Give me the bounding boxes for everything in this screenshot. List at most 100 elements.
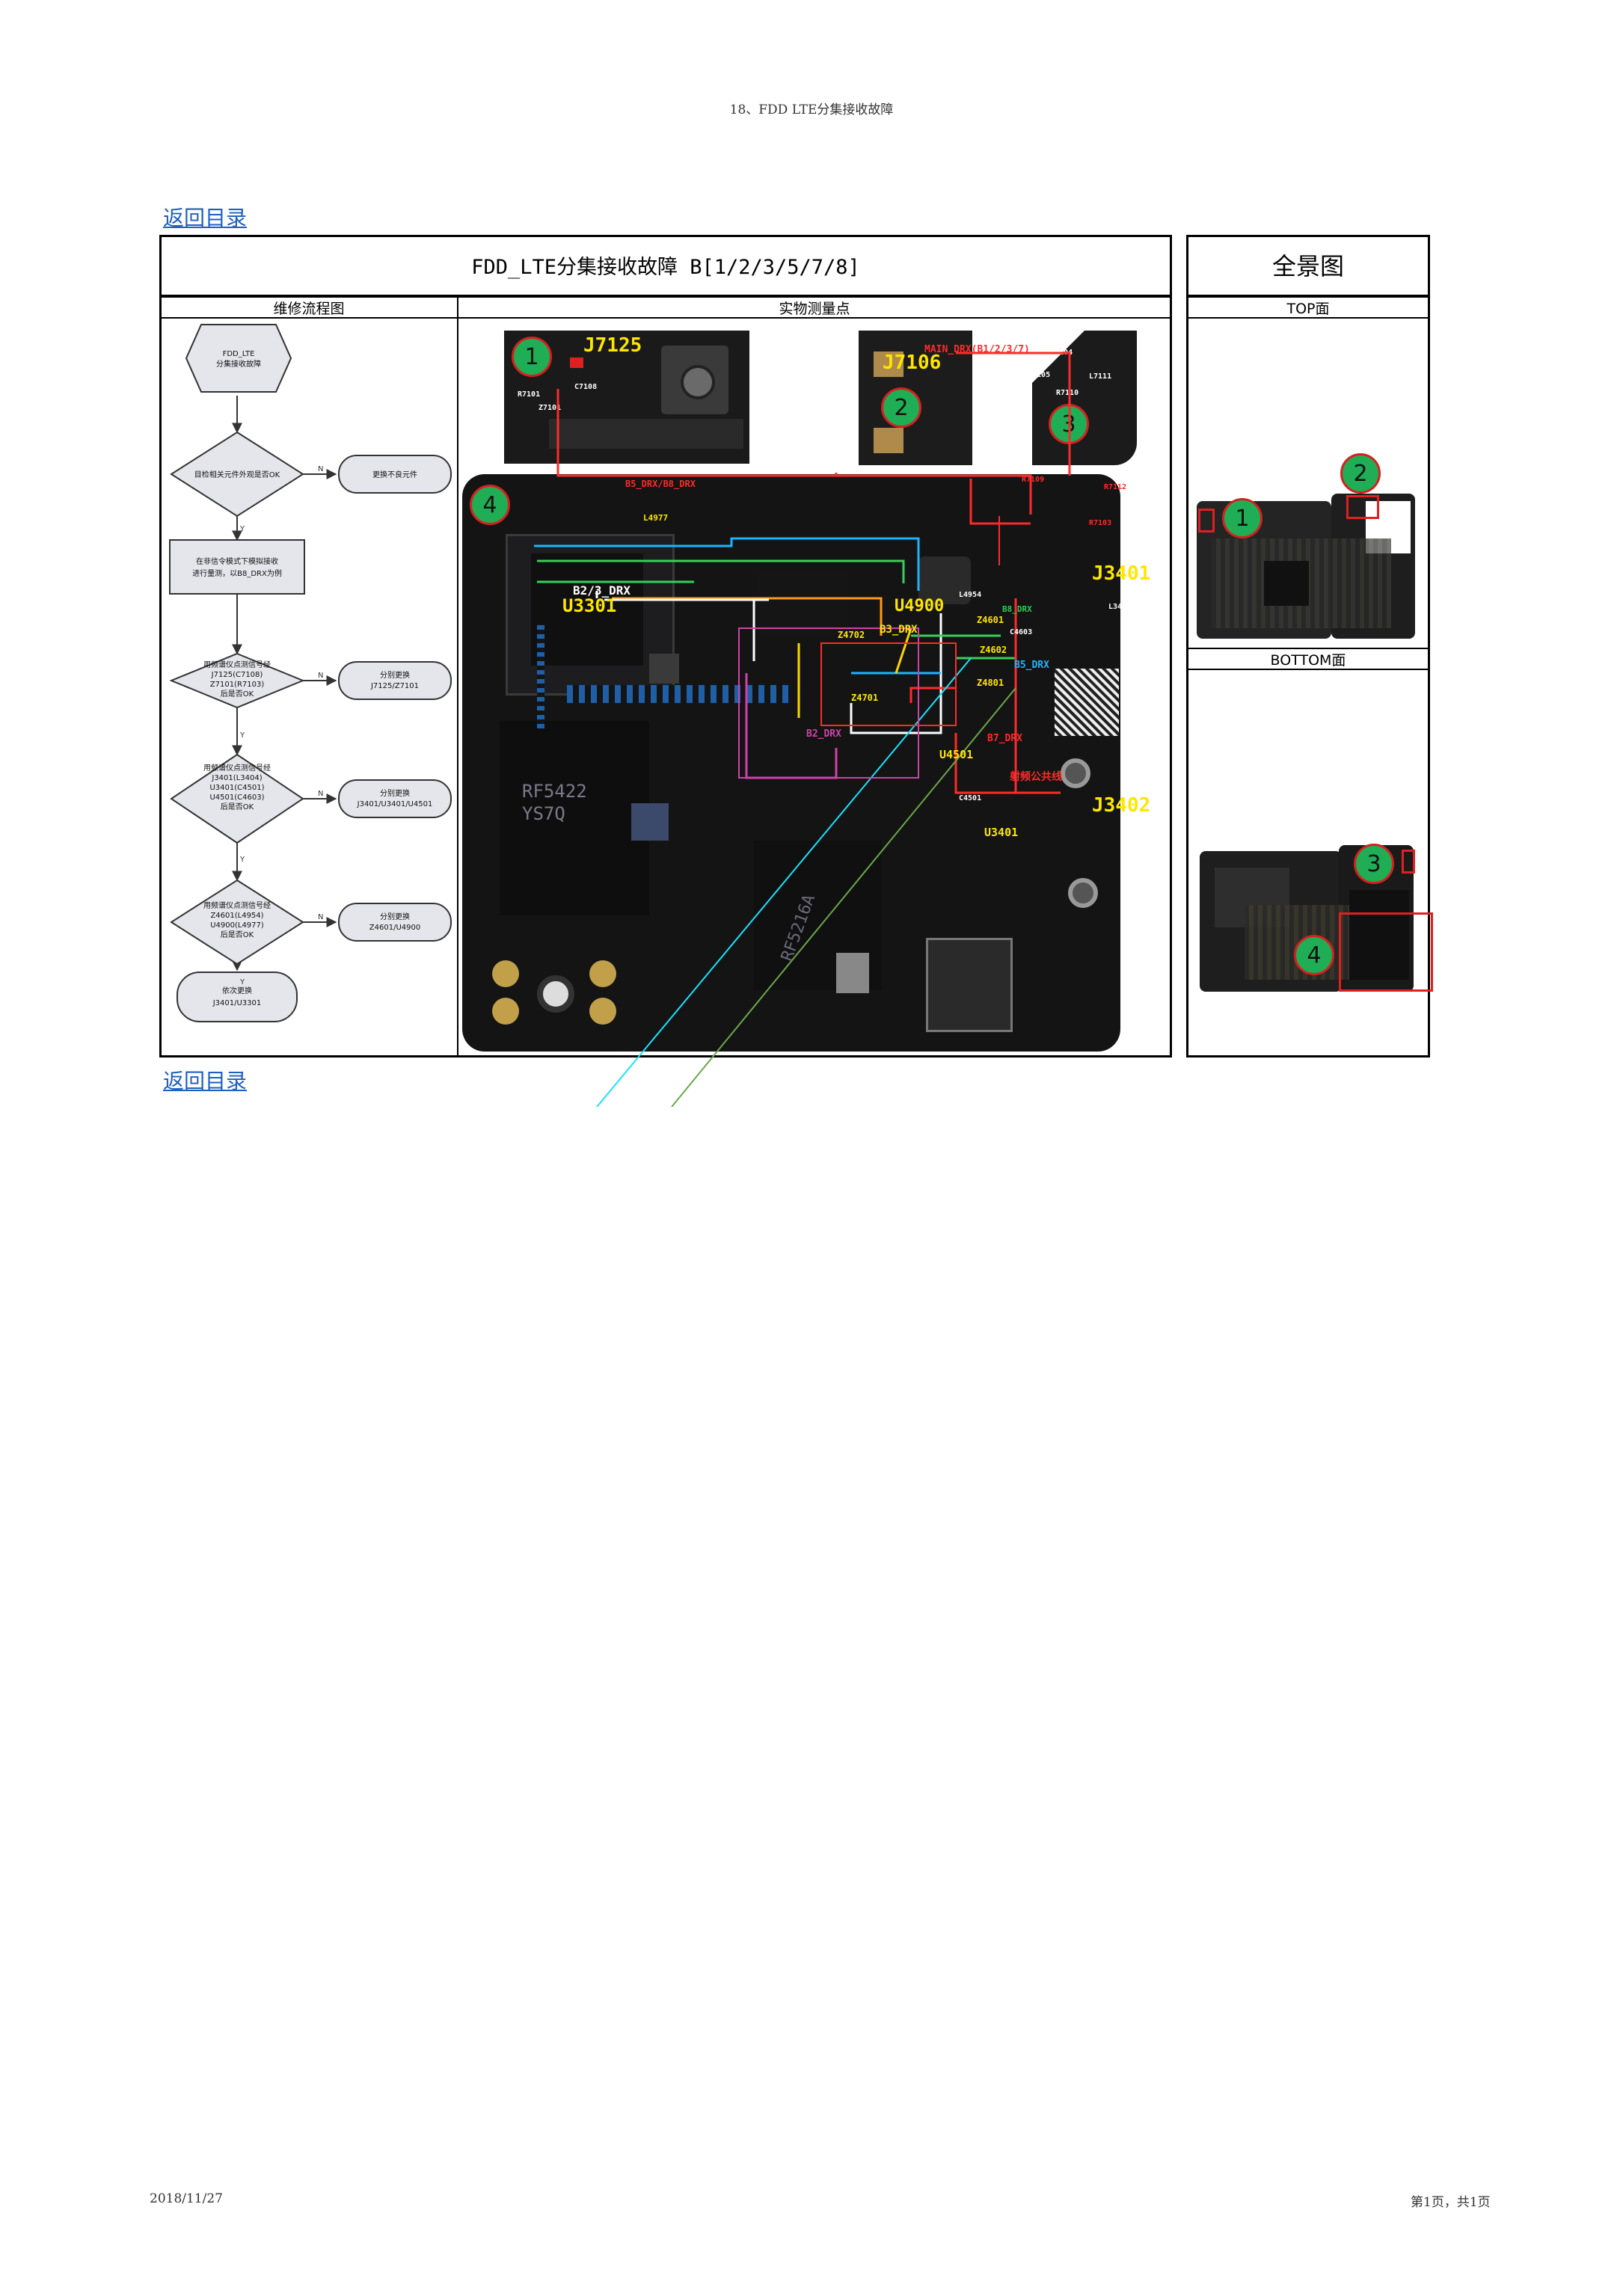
label-z4602: Z4602 (980, 645, 1007, 655)
back-to-toc-link[interactable]: 返回目录 (163, 206, 248, 230)
flow-action-1 (338, 455, 452, 494)
label-z4601: Z4601 (977, 615, 1004, 625)
svg-text:N: N (318, 790, 323, 798)
top-marker-box-1 (1198, 509, 1215, 532)
label-j7106: J7106 (883, 352, 942, 374)
label-r7109: R7109 (1022, 476, 1045, 484)
svg-text:U4900(L4977): U4900(L4977) (210, 921, 264, 930)
flow-end (177, 971, 298, 1022)
label-c7108: C7108 (574, 383, 598, 391)
col-header-measure: 实物测量点 (457, 296, 1172, 319)
svg-text:J7125(C7108): J7125(C7108) (211, 671, 263, 679)
svg-text:后是否OK: 后是否OK (221, 930, 254, 939)
svg-text:N: N (318, 913, 323, 921)
label-u3401: U3401 (984, 826, 1019, 839)
bottom-marker-3: 3 (1354, 844, 1394, 884)
bottom-marker-box-3 (1402, 850, 1415, 874)
flow-action-4 (338, 903, 452, 942)
page-header: 18、FDD LTE分集接收故障 (729, 102, 894, 117)
label-j3402: J3402 (1092, 794, 1151, 817)
svg-text:后是否OK: 后是否OK (221, 690, 254, 699)
col-header-flow: 维修流程图 (159, 296, 458, 319)
label-r7103: R7103 (1089, 519, 1112, 527)
svg-text:分别更换: 分别更换 (380, 788, 410, 798)
flow-start (185, 324, 292, 393)
svg-text:目检相关元件外观是否OK: 目检相关元件外观是否OK (194, 470, 280, 479)
label-z7101: Z7101 (539, 404, 562, 412)
flow-action-3 (338, 779, 452, 818)
chip-ys7q: YS7Q (522, 803, 565, 824)
svg-text:Y: Y (239, 978, 245, 986)
svg-text:U3401(C4501): U3401(C4501) (209, 784, 264, 792)
svg-text:Z4601(L4954): Z4601(L4954) (210, 912, 263, 920)
bottom-side-label: BOTTOM面 (1186, 648, 1430, 670)
svg-text:后是否OK: 后是否OK (221, 802, 254, 811)
panorama-top-board (1197, 494, 1417, 640)
svg-text:更换不良元件: 更换不良元件 (372, 470, 417, 479)
signal-trace-overlay (534, 352, 1071, 1107)
label-b23-drx: B2/3_DRX (573, 583, 631, 598)
flow-column (159, 317, 458, 1058)
label-b7-drx: B7_DRX (987, 733, 1022, 744)
svg-text:Z4601/U4900: Z4601/U4900 (369, 924, 420, 932)
label-rf-common-line: 射频公共线 (1010, 771, 1062, 783)
label-b5-drx: B5_DRX (1014, 660, 1049, 671)
footer-page-number: 第1页，共1页 (1411, 2195, 1491, 2210)
svg-text:Z7101(R7103): Z7101(R7103) (210, 681, 265, 689)
panorama-table (1186, 235, 1430, 1058)
label-u4900: U4900 (895, 597, 945, 616)
bottom-marker-4: 4 (1294, 935, 1334, 975)
flow-decision-2 (169, 652, 305, 709)
svg-text:在非信令模式下模拟接收: 在非信令模式下模拟接收 (196, 556, 278, 566)
flow-action-2 (338, 661, 452, 700)
label-r7105: R7105 (1028, 371, 1051, 379)
label-u4501: U4501 (939, 748, 974, 761)
board-photo-main (462, 474, 1120, 1052)
label-l7111: L7111 (1089, 372, 1112, 381)
svg-text:分别更换: 分别更换 (380, 670, 410, 680)
label-b3-drx: B3_DRX (880, 624, 918, 636)
svg-text:用频谱仪点测信号经: 用频谱仪点测信号经 (203, 763, 271, 773)
marker-4: 4 (470, 485, 510, 525)
table-title: FDD_LTE分集接收故障 B[1/2/3/5/7/8] (159, 235, 1172, 296)
flow-decision-4 (170, 879, 304, 966)
label-b5-b8-drx-top: B5_DRX/B8_DRX (625, 479, 696, 489)
svg-text:依次更换: 依次更换 (222, 986, 252, 995)
top-marker-1: 1 (1222, 498, 1262, 538)
label-r7112: R7112 (1104, 483, 1127, 491)
svg-text:进行量测，以B8_DRX为例: 进行量测，以B8_DRX为例 (192, 568, 282, 578)
svg-text:J3401/U3301: J3401/U3301 (212, 999, 262, 1007)
flow-decision-1 (170, 431, 304, 518)
main-table (159, 235, 1172, 1058)
chip-rf5422: RF5422 (522, 781, 587, 802)
svg-text:Y: Y (239, 525, 245, 533)
back-to-toc-link-bottom[interactable]: 返回目录 (163, 1069, 248, 1093)
label-r7110: R7110 (1056, 389, 1079, 397)
top-marker-box-2 (1346, 495, 1379, 519)
svg-text:N: N (318, 672, 323, 680)
svg-text:Y: Y (239, 731, 245, 740)
label-z4702: Z4702 (838, 630, 865, 640)
label-l4977: L4977 (643, 513, 669, 523)
svg-text:J7125/Z7101: J7125/Z7101 (370, 682, 419, 690)
flow-decision-3 (170, 753, 304, 844)
marker-2: 2 (881, 387, 921, 428)
label-l3404: L3404 (1108, 603, 1132, 611)
svg-text:Y: Y (239, 856, 245, 864)
svg-text:N: N (318, 465, 323, 473)
flow-process-1 (169, 539, 305, 595)
svg-text:分别更换: 分别更换 (380, 912, 410, 921)
label-z4701: Z4701 (851, 693, 879, 703)
repair-flowchart: FDD_LTE 分集接收故障 目检相关元件外观是否OK 更换不良元件 在非信令模… (169, 324, 452, 1022)
svg-text:FDD_LTE: FDD_LTE (223, 350, 255, 358)
top-marker-2: 2 (1340, 453, 1381, 494)
svg-text:J3401(L3404): J3401(L3404) (211, 774, 262, 782)
label-l4954: L4954 (959, 591, 982, 599)
j7125-pad (570, 357, 583, 368)
svg-text:用频谱仪点测信号经: 用频谱仪点测信号经 (203, 660, 271, 669)
marker-1: 1 (512, 337, 552, 377)
bottom-marker-box-4 (1339, 912, 1433, 992)
label-b2-drx: B2_DRX (806, 728, 841, 740)
svg-text:用频谱仪点测信号经: 用频谱仪点测信号经 (203, 900, 271, 910)
label-r7101: R7101 (518, 390, 541, 399)
